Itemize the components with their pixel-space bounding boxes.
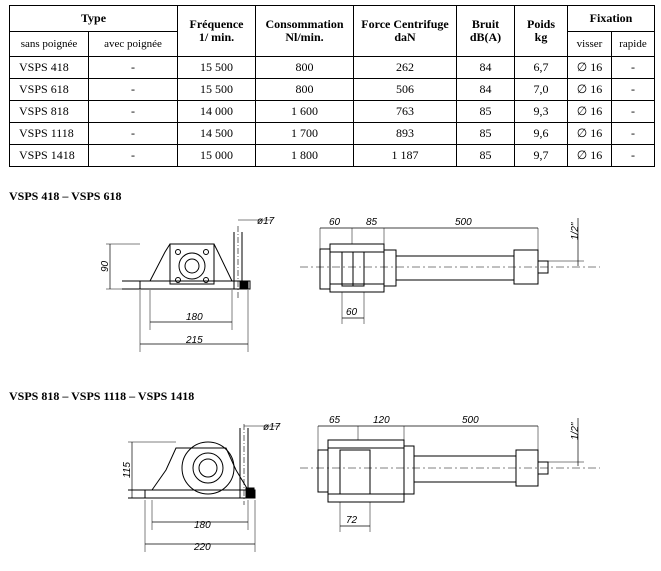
dim1-c: 500 xyxy=(455,217,472,228)
dim1-b: 85 xyxy=(366,217,378,228)
dim2-w2: 220 xyxy=(193,542,211,553)
cell-type: VSPS 418 xyxy=(9,56,89,79)
cell-avec: - xyxy=(88,144,178,167)
drawing2-side-view xyxy=(300,418,600,532)
dim1-dia: ø17 xyxy=(257,216,275,227)
cell-visser: ∅ 16 xyxy=(567,100,612,123)
section2-title: VSPS 818 – VSPS 1118 – VSPS 1418 xyxy=(9,389,195,403)
dim2-a: 65 xyxy=(329,415,341,426)
cell-force: 1 187 xyxy=(353,144,457,167)
dim2-h: 115 xyxy=(122,462,133,478)
section1-title: VSPS 418 – VSPS 618 xyxy=(9,189,122,203)
table-row: VSPS 418 - 15 500 800 262 84 6,7 ∅ 16 - xyxy=(9,56,656,79)
dim1-h: 90 xyxy=(100,260,111,272)
dim1-d: 1/2" xyxy=(570,222,581,240)
header-rapide: rapide xyxy=(610,31,656,57)
dim1-w2: 215 xyxy=(185,335,203,346)
drawing1-side-view xyxy=(300,218,600,324)
cell-visser: ∅ 16 xyxy=(567,144,612,167)
dim2-dia: ø17 xyxy=(263,422,281,433)
drawing1-front-view xyxy=(106,219,272,352)
cell-force: 262 xyxy=(353,56,457,79)
cell-type: VSPS 1418 xyxy=(9,144,89,167)
dim2-e: 72 xyxy=(346,515,358,526)
table-row: VSPS 1418 - 15 000 1 800 1 187 85 9,7 ∅ … xyxy=(9,144,656,167)
cell-bruit: 84 xyxy=(456,56,515,79)
dim1-e: 60 xyxy=(346,307,358,318)
cell-type: VSPS 1118 xyxy=(9,122,89,145)
dim1-a: 60 xyxy=(329,217,341,228)
dim2-w1: 180 xyxy=(194,520,211,531)
dim2-c: 500 xyxy=(462,415,479,426)
cell-rapide: - xyxy=(610,144,656,167)
cell-rapide: - xyxy=(610,56,656,79)
header-sans-poignee: sans poignée xyxy=(9,31,89,57)
dim2-d: 1/2" xyxy=(570,422,581,440)
header-avec-poignee: avec poignée xyxy=(88,31,178,57)
cell-cons: 1 800 xyxy=(255,144,354,167)
cell-force: 893 xyxy=(353,122,457,145)
dim2-b: 120 xyxy=(373,415,390,426)
cell-poids: 9,7 xyxy=(514,144,568,167)
cell-freq: 15 000 xyxy=(177,144,256,167)
cell-poids: 6,7 xyxy=(514,56,568,79)
cell-freq: 14 500 xyxy=(177,122,256,145)
table-row: VSPS 818 - 14 000 1 600 763 85 9,3 ∅ 16 … xyxy=(9,100,656,123)
dim1-w1: 180 xyxy=(186,312,203,323)
cell-bruit: 85 xyxy=(456,144,515,167)
header-type: Type xyxy=(9,5,178,32)
drawing2-front-view xyxy=(128,424,280,552)
